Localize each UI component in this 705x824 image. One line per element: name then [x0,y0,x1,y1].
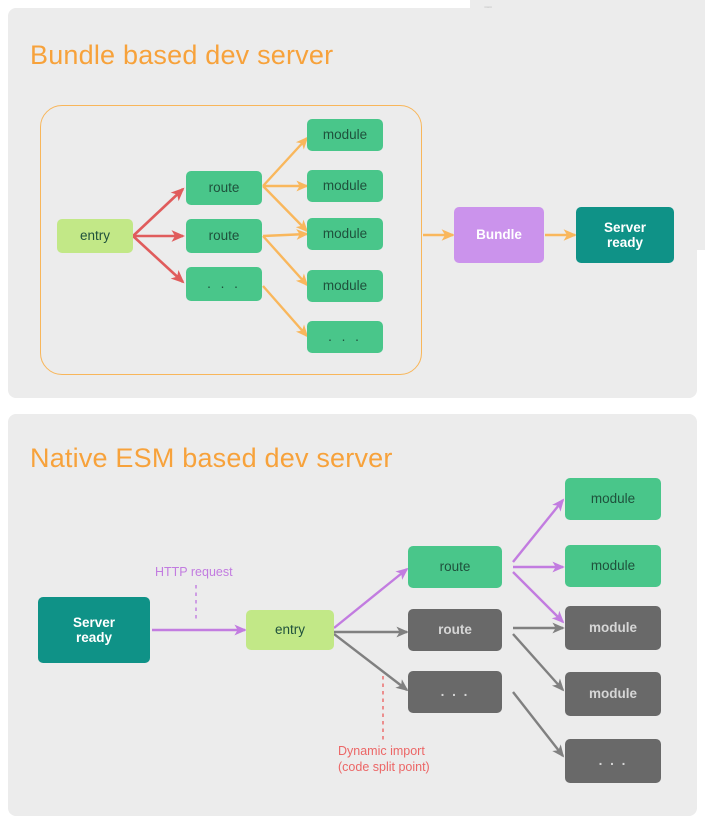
bundle-node-route-2[interactable]: route [186,219,262,253]
bundle-node-bundle[interactable]: Bundle [454,207,544,263]
bundle-node-module-2[interactable]: module [307,170,383,202]
bundle-node-module-more[interactable]: . . . [307,321,383,353]
esm-node-server-ready[interactable]: Server ready [38,597,150,663]
esm-node-entry[interactable]: entry [246,610,334,650]
esm-node-route-lazy[interactable]: route [408,609,502,651]
annotation-dynamic-import: Dynamic import (code split point) [338,744,430,774]
esm-panel-title: Native ESM based dev server [30,443,393,473]
esm-node-module-2[interactable]: module [565,545,661,587]
esm-node-module-more[interactable]: . . . [565,739,661,783]
bundle-node-module-4[interactable]: module [307,270,383,302]
bundle-panel-title: Bundle based dev server [30,40,334,70]
esm-node-module-1[interactable]: module [565,478,661,520]
esm-node-module-4[interactable]: module [565,672,661,716]
bundle-node-server-ready[interactable]: Server ready [576,207,674,263]
bundle-node-entry[interactable]: entry [57,219,133,253]
bundle-node-module-3[interactable]: module [307,218,383,250]
bundle-node-module-1[interactable]: module [307,119,383,151]
esm-node-route-active[interactable]: route [408,546,502,588]
bundle-graph-frame [40,105,422,375]
esm-node-module-3[interactable]: module [565,606,661,650]
bundle-node-route-1[interactable]: route [186,171,262,205]
bundle-node-route-more[interactable]: . . . [186,267,262,301]
esm-node-route-more[interactable]: . . . [408,671,502,713]
annotation-http-request: HTTP request [155,565,233,579]
